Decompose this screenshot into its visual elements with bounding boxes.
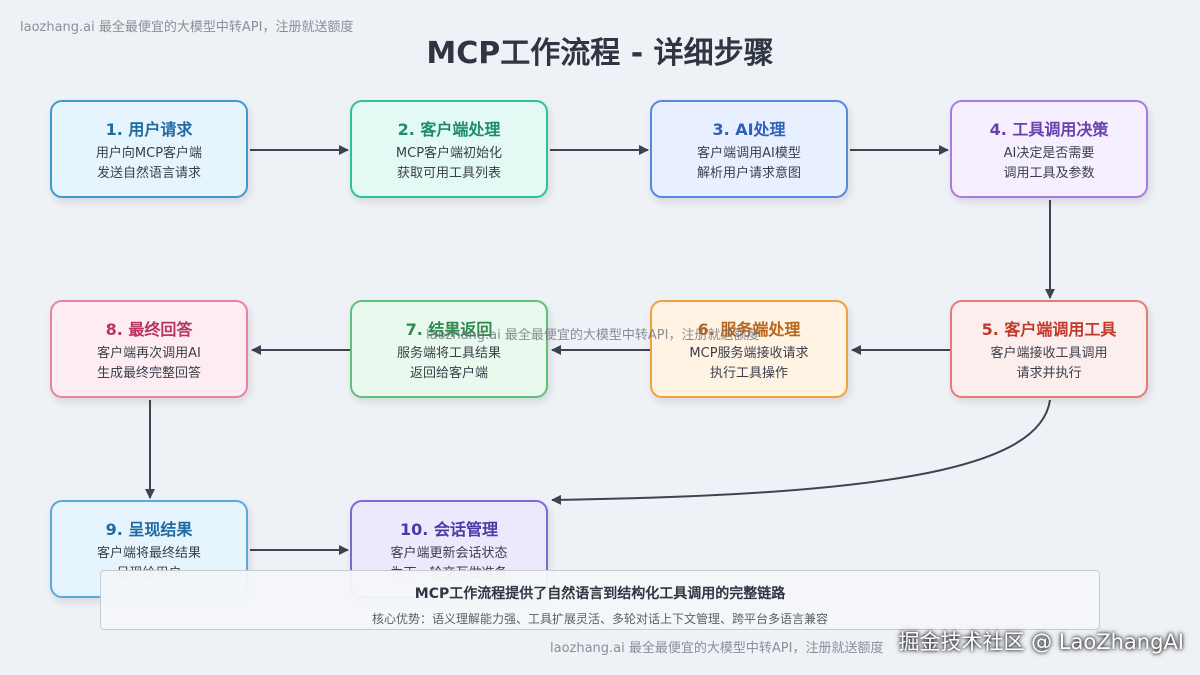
step-desc-line1: 客户端再次调用AI — [97, 346, 201, 361]
step-desc-line2: 请求并执行 — [1016, 366, 1082, 381]
summary-title: MCP工作流程提供了自然语言到结构化工具调用的完整链路 — [414, 586, 786, 602]
step-desc-line2: 执行工具操作 — [709, 366, 788, 381]
step-desc-line2: 调用工具及参数 — [1003, 166, 1095, 181]
step-title: 2. 客户端处理 — [397, 120, 501, 139]
step-desc-line1: 服务端将工具结果 — [396, 346, 501, 361]
step-title: 10. 会话管理 — [400, 520, 498, 539]
step-desc-line1: MCP客户端初始化 — [395, 146, 503, 161]
step-desc-line1: 客户端调用AI模型 — [697, 146, 801, 161]
step-title: 9. 呈现结果 — [105, 520, 193, 539]
step-desc-line2: 获取可用工具列表 — [396, 166, 501, 181]
step-desc-line1: 客户端将最终结果 — [96, 546, 201, 561]
step-6-server-processing: 6. 服务端处理 MCP服务端接收请求执行工具操作 — [650, 300, 848, 398]
step-5-client-calls-tool: 5. 客户端调用工具 客户端接收工具调用请求并执行 — [950, 300, 1148, 398]
summary-subtitle: 核心优势：语义理解能力强、工具扩展灵活、多轮对话上下文管理、跨平台多语言兼容 — [371, 612, 828, 626]
step-desc-line1: AI决定是否需要 — [1003, 146, 1095, 161]
step-desc-line1: MCP服务端接收请求 — [689, 346, 809, 361]
step-desc-line2: 发送自然语言请求 — [96, 166, 201, 181]
step-8-final-answer: 8. 最终回答 客户端再次调用AI 生成最终完整回答 — [50, 300, 248, 398]
step-title: 6. 服务端处理 — [697, 320, 801, 339]
step-title: 8. 最终回答 — [105, 320, 193, 339]
step-title: 1. 用户请求 — [105, 120, 193, 139]
diagram-title: MCP工作流程 - 详细步骤 — [426, 36, 774, 71]
step-title: 3. AI处理 — [712, 120, 786, 139]
watermark-top: laozhang.ai 最全最便宜的大模型中转API，注册就送额度 — [20, 20, 354, 35]
step-4-tool-decision: 4. 工具调用决策 AI决定是否需要调用工具及参数 — [950, 100, 1148, 198]
step-desc-line2: 生成最终完整回答 — [96, 366, 201, 381]
step-title: 4. 工具调用决策 — [989, 120, 1109, 139]
step-title: 5. 客户端调用工具 — [981, 320, 1117, 339]
community-credit: 掘金技术社区 @ LaoZhangAI — [898, 630, 1184, 654]
watermark-bottom: laozhang.ai 最全最便宜的大模型中转API，注册就送额度 — [550, 641, 884, 656]
step-desc-line1: 用户向MCP客户端 — [95, 146, 203, 161]
arrow-5-to-10 — [551, 399, 1051, 505]
step-desc-line1: 客户端更新会话状态 — [390, 546, 508, 561]
step-desc-line2: 解析用户请求意图 — [696, 166, 801, 181]
summary-box: MCP工作流程提供了自然语言到结构化工具调用的完整链路 核心优势：语义理解能力强… — [100, 570, 1100, 630]
watermark-middle: laozhang.ai 最全最便宜的大模型中转API，注册就送额度 — [426, 328, 760, 343]
step-1-user-request: 1. 用户请求 用户向MCP客户端发送自然语言请求 — [50, 100, 248, 198]
step-desc-line1: 客户端接收工具调用 — [990, 346, 1108, 361]
step-title: 7. 结果返回 — [405, 320, 493, 339]
step-7-result-return: 7. 结果返回 服务端将工具结果返回给客户端 — [350, 300, 548, 398]
step-desc-line2: 返回给客户端 — [409, 366, 488, 381]
step-2-client-processing: 2. 客户端处理 MCP客户端初始化获取可用工具列表 — [350, 100, 548, 198]
step-3-ai-processing: 3. AI处理 客户端调用AI模型解析用户请求意图 — [650, 100, 848, 198]
